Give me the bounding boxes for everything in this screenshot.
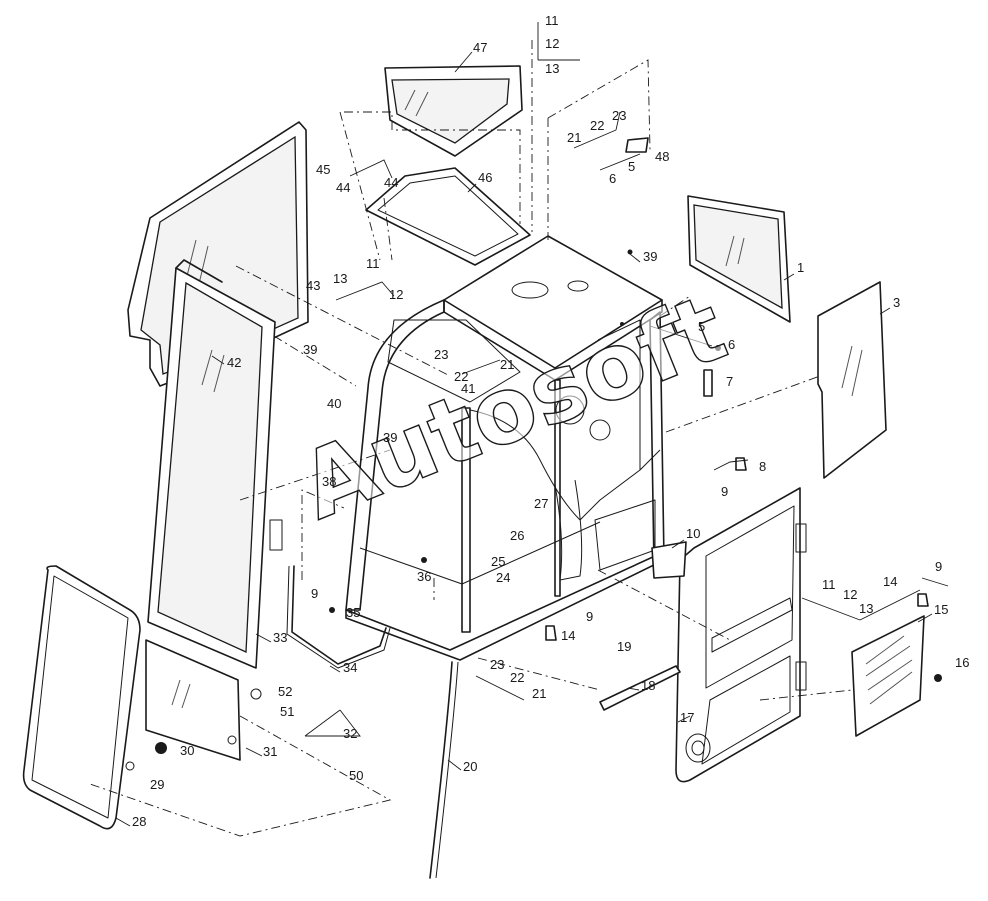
- bracket-48: [625, 137, 649, 153]
- callout-3: 3: [893, 295, 900, 310]
- bracket-8: [735, 457, 747, 471]
- callout-22: 22: [510, 670, 524, 685]
- right-side-glass-3: [817, 281, 887, 479]
- callout-13: 13: [545, 61, 559, 76]
- callout-8: 8: [759, 459, 766, 474]
- callout-9: 9: [586, 609, 593, 624]
- callout-23: 23: [612, 108, 626, 123]
- callout-21: 21: [567, 130, 581, 145]
- callout-51: 51: [280, 704, 294, 719]
- callout-41: 41: [461, 381, 475, 396]
- callout-26: 26: [510, 528, 524, 543]
- callout-12: 12: [843, 587, 857, 602]
- callout-36: 36: [417, 569, 431, 584]
- callout-25: 25: [491, 554, 505, 569]
- callout-39: 39: [383, 430, 397, 445]
- watermark-text: Autosoft: [286, 274, 739, 540]
- roof-hatch-glass-47: [384, 65, 523, 157]
- fasteners: [125, 249, 942, 771]
- callout-13: 13: [333, 271, 347, 286]
- callout-38: 38: [322, 474, 336, 489]
- callout-20: 20: [463, 759, 477, 774]
- callout-12: 12: [389, 287, 403, 302]
- callout-50: 50: [349, 768, 363, 783]
- callout-30: 30: [180, 743, 194, 758]
- callout-32: 32: [343, 726, 357, 741]
- callout-42: 42: [227, 355, 241, 370]
- callout-11: 11: [366, 256, 380, 271]
- front-window-assembly-33: [147, 259, 283, 669]
- callout-14: 14: [561, 628, 575, 643]
- callout-39: 39: [303, 342, 317, 357]
- callout-23: 23: [434, 347, 448, 362]
- callout-45: 45: [316, 162, 330, 177]
- rail-34: [286, 565, 391, 669]
- callout-43: 43: [306, 278, 320, 293]
- callout-29: 29: [150, 777, 164, 792]
- rail-20: [429, 661, 459, 879]
- callout-16: 16: [955, 655, 969, 670]
- callout-34: 34: [343, 660, 357, 675]
- callout-23: 23: [490, 657, 504, 672]
- callout-44: 44: [384, 175, 398, 190]
- callout-1: 1: [797, 260, 804, 275]
- callout-46: 46: [478, 170, 492, 185]
- callout-21: 21: [500, 357, 514, 372]
- callout-14: 14: [883, 574, 897, 589]
- callout-9: 9: [935, 559, 942, 574]
- callout-22: 22: [454, 369, 468, 384]
- callout-11: 11: [545, 13, 559, 28]
- callout-47: 47: [473, 40, 487, 55]
- weatherstrip-28: [22, 565, 141, 830]
- callout-5: 5: [698, 319, 705, 334]
- callout-12: 12: [545, 36, 559, 51]
- callout-27: 27: [534, 496, 548, 511]
- callout-5: 5: [628, 159, 635, 174]
- callout-11: 11: [822, 577, 836, 592]
- callout-35: 35: [346, 605, 360, 620]
- callout-28: 28: [132, 814, 146, 829]
- callout-22: 22: [590, 118, 604, 133]
- callout-19: 19: [617, 639, 631, 654]
- callout-33: 33: [273, 630, 287, 645]
- callout-15: 15: [934, 602, 948, 617]
- side-panel-15: [851, 615, 925, 737]
- callout-9: 9: [721, 484, 728, 499]
- callout-9: 9: [311, 586, 318, 601]
- small-glass-10: [651, 541, 687, 579]
- rear-right-glass-1: [687, 195, 791, 323]
- callout-18: 18: [641, 678, 655, 693]
- callout-44: 44: [336, 180, 350, 195]
- cab-frame: [345, 235, 665, 661]
- callout-52: 52: [278, 684, 292, 699]
- callout-21: 21: [532, 686, 546, 701]
- callout-10: 10: [686, 526, 700, 541]
- callout-6: 6: [609, 171, 616, 186]
- callout-31: 31: [263, 744, 277, 759]
- step-plate-18: [599, 665, 681, 711]
- callout-24: 24: [496, 570, 510, 585]
- callout-17: 17: [680, 710, 694, 725]
- callout-6: 6: [728, 337, 735, 352]
- door-17: [675, 487, 807, 783]
- callout-7: 7: [726, 374, 733, 389]
- bracket-14: [545, 593, 929, 641]
- callout-39: 39: [643, 249, 657, 264]
- lower-front-glass-31: [145, 639, 241, 761]
- callout-40: 40: [327, 396, 341, 411]
- roof-hatch-frame-46: [365, 167, 531, 266]
- callout-48: 48: [655, 149, 669, 164]
- latch-7: [703, 369, 713, 397]
- leader-lines: [89, 22, 949, 837]
- callout-13: 13: [859, 601, 873, 616]
